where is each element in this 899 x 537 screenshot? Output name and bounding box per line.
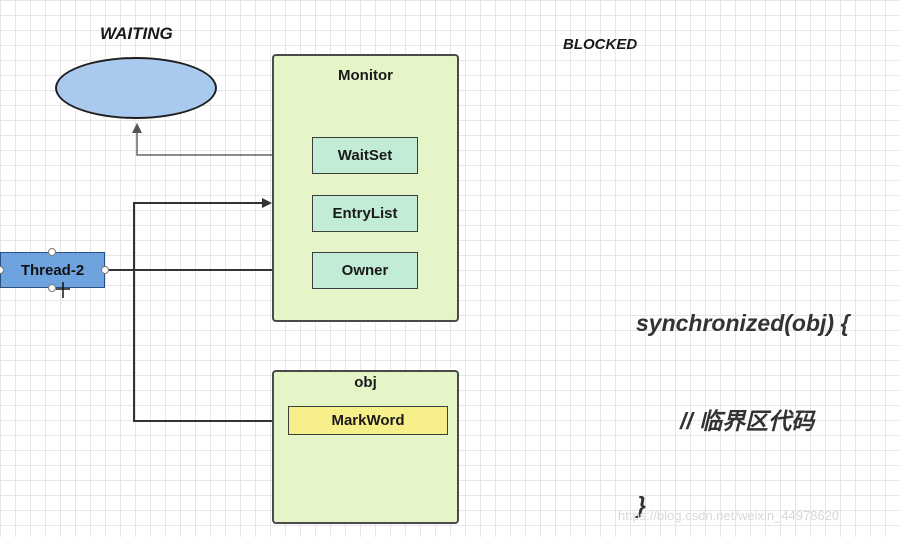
selection-handle-top[interactable] xyxy=(48,248,56,256)
code-line-comment: // 临界区代码 xyxy=(680,408,815,434)
entrylist-slot[interactable]: EntryList xyxy=(312,195,418,232)
thread-2-box[interactable]: Thread-2 xyxy=(0,252,105,288)
thread-to-markword-line xyxy=(133,270,288,422)
blocked-state-label: BLOCKED xyxy=(563,36,638,53)
obj-title: obj xyxy=(354,374,377,391)
monitor-title: Monitor xyxy=(338,67,393,84)
code-line-synchronized: synchronized(obj) { xyxy=(636,310,850,336)
selection-handle-bottom[interactable] xyxy=(48,284,56,292)
owner-slot[interactable]: Owner xyxy=(312,252,418,289)
waitset-slot[interactable]: WaitSet xyxy=(312,137,418,174)
obj-box[interactable]: obj xyxy=(272,370,459,524)
waitset-to-waiting-arrow xyxy=(132,123,312,156)
waiting-ellipse[interactable] xyxy=(55,57,217,119)
code-line-close-brace: } xyxy=(637,492,646,518)
watermark: https://blog.csdn.net/weixin_44978620 xyxy=(618,508,840,523)
selection-handle-right[interactable] xyxy=(101,266,109,274)
crosshair-cursor-icon xyxy=(56,282,70,298)
waiting-state-label: WAITING xyxy=(100,24,173,43)
thread-to-monitor-arrow xyxy=(133,198,272,270)
markword-slot[interactable]: MarkWord xyxy=(288,406,448,435)
